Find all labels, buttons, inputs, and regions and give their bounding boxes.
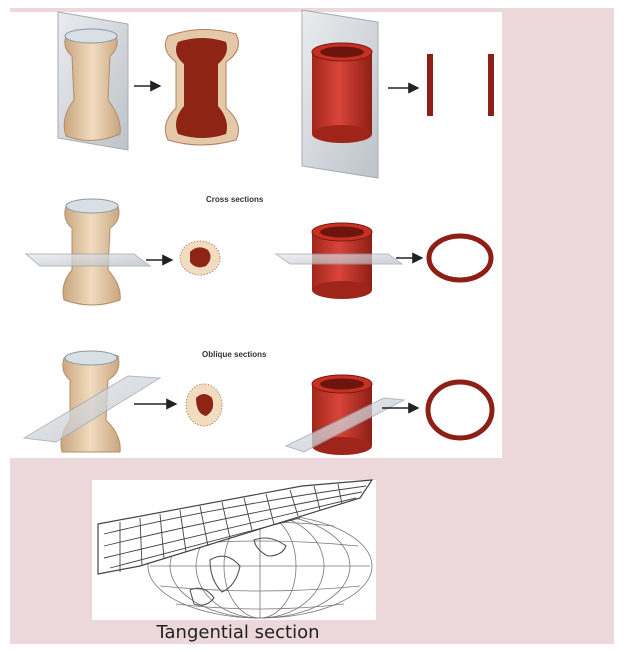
tangential-illustration	[92, 480, 376, 620]
tube-oblique-ring	[428, 382, 492, 438]
bone-cross	[63, 199, 120, 305]
cross-plane	[276, 254, 402, 264]
cross-plane	[26, 254, 150, 266]
oblique-row	[24, 351, 492, 455]
oblique-sections-label: Oblique sections	[202, 350, 266, 359]
cross-row	[26, 199, 491, 305]
tangential-section-caption: Tangential section	[10, 622, 466, 643]
cross-sections-label: Cross sections	[206, 195, 263, 204]
bone-cross-cut	[180, 241, 220, 275]
tube-wall-strip	[488, 54, 494, 116]
bone-oblique-cut	[186, 384, 222, 426]
tube-wall-strip	[427, 54, 433, 116]
tube-longitudinal	[312, 43, 372, 143]
bone-longitudinal-cut	[165, 29, 238, 145]
tube-cross-ring	[429, 236, 491, 280]
longitudinal-row	[58, 10, 494, 178]
